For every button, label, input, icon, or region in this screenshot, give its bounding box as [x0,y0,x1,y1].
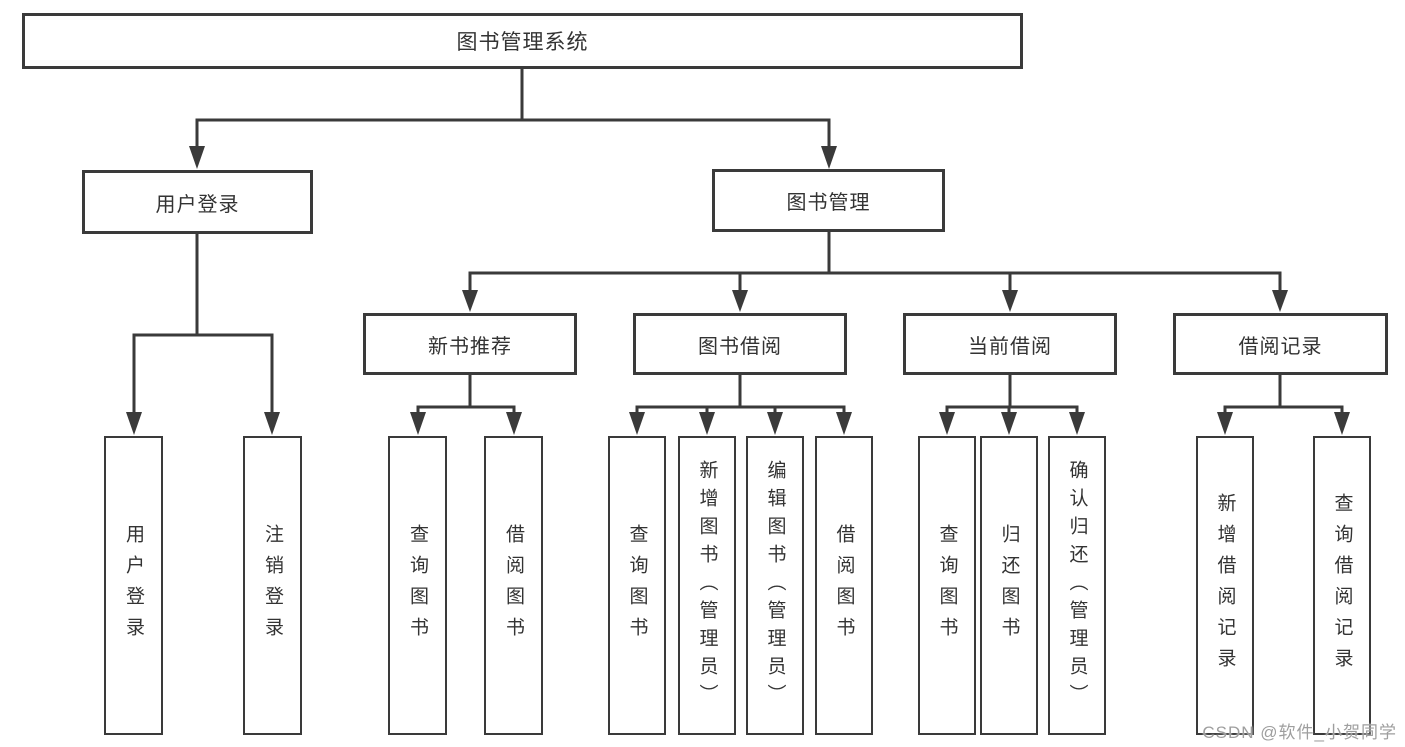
leaf-user-login: 用户登录 [104,436,163,735]
node-library-system-label: 图书管理系统 [456,31,589,54]
connector-book-management-branch [468,232,1282,292]
node-book-management-label: 图书管理 [786,192,871,214]
connector-user-login-branch [132,234,274,413]
node-current-borrowing: 当前借阅 [903,313,1117,375]
csdn-watermark: CSDN @软件_小贺同学 [1202,723,1397,742]
arrowheads-level2 [189,146,837,169]
leaf-borrow-books-label: 借阅图书 [833,523,855,648]
node-library-system: 图书管理系统 [22,13,1023,69]
leaf-add-borrow-record: 新增借阅记录 [1196,436,1254,735]
node-new-book-recommendation-label: 新书推荐 [428,335,512,358]
leaf-confirm-return-admin-label: 确认归还（管理员） [1066,459,1088,712]
connector-root-branch [195,69,831,148]
leaf-query-books-recommend-label: 查询图书 [407,523,428,648]
node-borrowing-records-label: 借阅记录 [1238,335,1323,358]
leaf-return-books: 归还图书 [980,436,1038,735]
leaf-borrow-books-recommend: 借阅图书 [484,436,543,735]
leaf-edit-books-admin: 编辑图书（管理员） [746,436,804,735]
arrowheads-leaves [126,412,1350,435]
leaf-query-borrow-record-label: 查询借阅记录 [1331,492,1353,679]
leaf-user-login-label: 用户登录 [123,523,144,648]
node-current-borrowing-label: 当前借阅 [968,335,1052,358]
leaf-query-books-borrow: 查询图书 [608,436,666,735]
leaf-logout: 注销登录 [243,436,302,735]
leaf-borrow-books: 借阅图书 [815,436,873,735]
node-user-login: 用户登录 [82,170,313,234]
node-borrowing-records: 借阅记录 [1173,313,1388,375]
node-user-login-label: 用户登录 [155,193,240,216]
connector-level3-branches [416,375,1344,413]
leaf-confirm-return-admin: 确认归还（管理员） [1048,436,1106,735]
leaf-return-books-label: 归还图书 [998,523,1020,648]
node-book-management: 图书管理 [712,169,945,232]
leaf-query-books-recommend: 查询图书 [388,436,447,735]
leaf-add-books-admin-label: 新增图书（管理员） [696,459,718,712]
node-new-book-recommendation: 新书推荐 [363,313,577,375]
leaf-query-borrow-record: 查询借阅记录 [1313,436,1371,735]
leaf-add-borrow-record-label: 新增借阅记录 [1214,492,1236,679]
leaf-query-books-borrow-label: 查询图书 [626,523,648,648]
node-book-borrowing-label: 图书借阅 [698,335,782,358]
leaf-edit-books-admin-label: 编辑图书（管理员） [764,459,786,712]
leaf-add-books-admin: 新增图书（管理员） [678,436,736,735]
node-book-borrowing: 图书借阅 [633,313,847,375]
leaf-borrow-books-recommend-label: 借阅图书 [503,523,524,648]
leaf-query-books-current-label: 查询图书 [936,523,958,648]
leaf-logout-label: 注销登录 [262,523,283,648]
leaf-query-books-current: 查询图书 [918,436,976,735]
arrowheads-level3 [462,290,1288,312]
